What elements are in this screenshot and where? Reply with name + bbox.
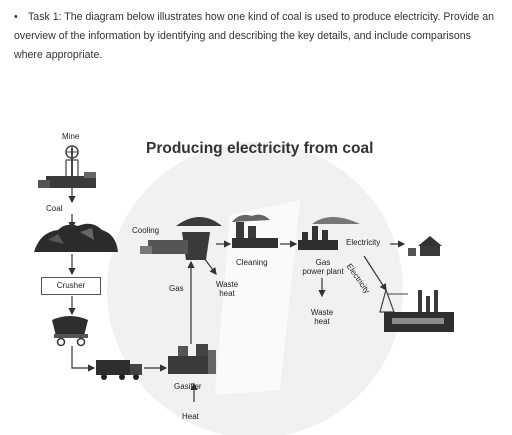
waste-heat-1-line1: Waste: [215, 280, 239, 289]
cleaning-plant-icon: [232, 214, 278, 248]
label-heat: Heat: [182, 412, 199, 421]
factory-icon: [379, 288, 454, 332]
label-mine: Mine: [62, 132, 80, 141]
waste-heat-2-line1: Waste: [310, 308, 334, 317]
gas-power-plant-line2: power plant: [302, 267, 344, 276]
label-gas: Gas: [169, 284, 184, 293]
bullet-point: •: [14, 11, 18, 23]
label-gasifier: Gasifier: [174, 382, 202, 391]
task-instructions: •Task 1: The diagram below illustrates h…: [14, 8, 502, 65]
task-text: Task 1: The diagram below illustrates ho…: [14, 11, 494, 61]
label-waste-heat-2: Waste heat: [304, 308, 340, 326]
arrow-cart-to-truck: [71, 346, 96, 372]
diagram-title: Producing electricity from coal: [146, 140, 374, 157]
label-waste-heat-1: Waste heat: [212, 280, 242, 298]
crusher-box: Crusher: [41, 277, 101, 295]
label-gas-power-plant: Gas power plant: [298, 258, 348, 276]
waste-heat-1-line2: heat: [219, 289, 235, 298]
mine-icon: [38, 145, 96, 188]
house-icon: [408, 236, 442, 256]
gas-power-plant-line1: Gas: [315, 258, 331, 267]
arrow-waste-heat-1: [203, 257, 217, 275]
coal-cart-icon: [52, 316, 88, 347]
waste-heat-2-line2: heat: [314, 317, 330, 326]
arrow-electricity-to-factory: [363, 255, 387, 292]
gas-power-plant-icon: [298, 217, 360, 250]
coal-pile-icon: [34, 223, 118, 252]
label-cooling: Cooling: [132, 226, 160, 235]
background-watermark-shape: [215, 200, 300, 395]
truck-icon: [96, 360, 142, 380]
cooling-tower-icon: [140, 217, 222, 260]
label-electricity-1: Electricity: [346, 238, 381, 247]
label-coal: Coal: [46, 204, 63, 213]
label-cleaning: Cleaning: [236, 258, 268, 267]
gasifier-icon: [168, 344, 216, 374]
